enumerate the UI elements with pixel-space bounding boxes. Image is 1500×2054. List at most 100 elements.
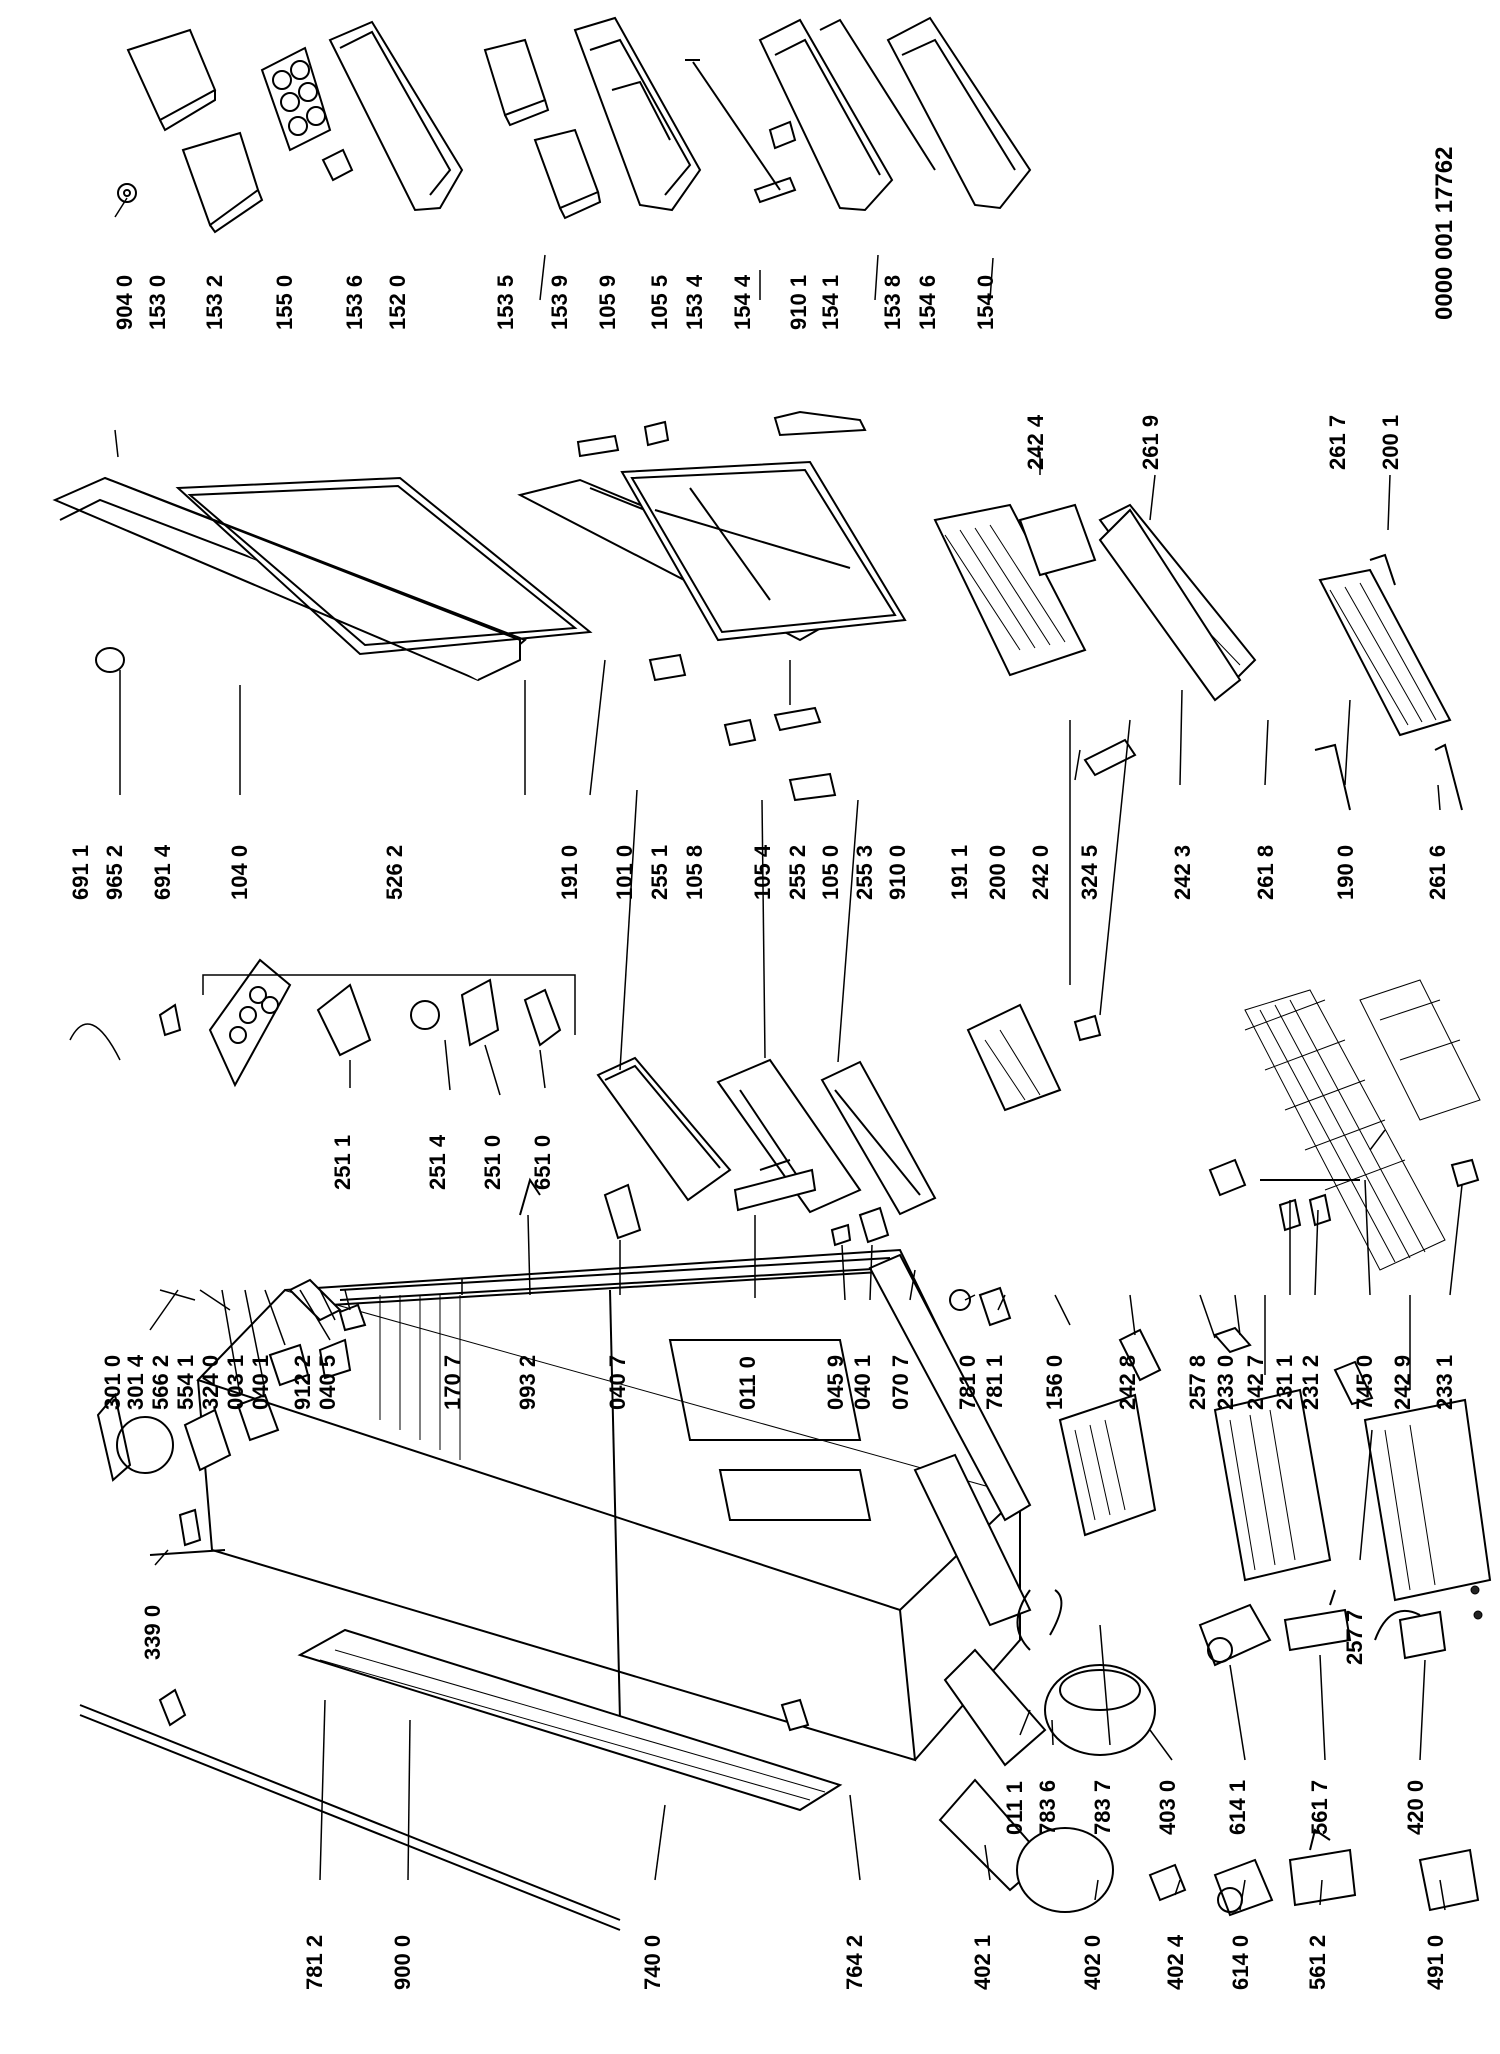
shelves-group (596, 1056, 937, 1216)
part-label: 764 2 (842, 1935, 867, 1990)
part-label: 781 2 (302, 1935, 327, 1990)
part-label: 190 0 (1333, 845, 1358, 900)
part-label: 251 1 (330, 1135, 355, 1190)
part-label: 783 6 (1035, 1780, 1060, 1835)
part-label: 614 1 (1225, 1780, 1250, 1835)
part-label: 155 0 (272, 275, 297, 330)
part-label: 153 8 (880, 275, 905, 330)
part-labels: 904 0 153 0 153 2 155 0 153 6 152 0 153 … (68, 274, 1457, 1990)
part-label: 402 0 (1080, 1935, 1105, 1990)
part-label: 200 1 (1378, 415, 1403, 470)
part-label: 105 0 (818, 845, 843, 900)
part-label: 781 0 (955, 1355, 980, 1410)
cabinet-group (196, 1248, 1032, 1762)
wire-racks-group (1208, 979, 1481, 1271)
part-label: 261 7 (1325, 415, 1350, 470)
part-label: 339 0 (140, 1605, 165, 1660)
part-label: 257 8 (1185, 1355, 1210, 1410)
part-label: 561 2 (1305, 1935, 1330, 1990)
part-label: 910 0 (885, 845, 910, 900)
part-label: 261 9 (1138, 415, 1163, 470)
part-label: 740 0 (640, 1935, 665, 1990)
door-group (52, 410, 907, 802)
part-drawings (52, 16, 1492, 1931)
drawing-number: 0000 001 17762 (1431, 146, 1458, 320)
part-label: 783 7 (1090, 1780, 1115, 1835)
part-label: 040 7 (605, 1355, 630, 1410)
part-label: 324 5 (1077, 845, 1102, 900)
part-label: 691 1 (68, 845, 93, 900)
part-label: 153 6 (342, 275, 367, 330)
part-label: 154 4 (730, 274, 755, 330)
part-label: 040 1 (850, 1355, 875, 1410)
part-label: 261 6 (1425, 845, 1450, 900)
part-label: 251 0 (480, 1135, 505, 1190)
part-label: 105 4 (750, 844, 775, 900)
part-label: 257 7 (1342, 1610, 1367, 1665)
part-label: 191 1 (947, 845, 972, 900)
part-label: 011 1 (1002, 1781, 1027, 1835)
part-label: 561 7 (1307, 1780, 1332, 1835)
part-label: 156 0 (1042, 1355, 1067, 1410)
part-label: 153 9 (547, 275, 572, 330)
part-label: 154 6 (915, 275, 940, 330)
part-label: 231 2 (1298, 1355, 1323, 1410)
part-label: 255 1 (647, 845, 672, 900)
part-label: 993 2 (515, 1355, 540, 1410)
part-label: 910 1 (786, 275, 811, 330)
part-label: 242 4 (1023, 414, 1048, 470)
door-bins-group (117, 16, 1032, 234)
part-label: 554 1 (173, 1355, 198, 1410)
part-label: 324 0 (198, 1355, 223, 1410)
part-label: 200 0 (985, 845, 1010, 900)
part-label: 242 8 (1115, 1355, 1140, 1410)
part-label: 526 2 (382, 845, 407, 900)
left-fixtures-group (96, 1159, 1032, 1556)
part-label: 105 9 (595, 275, 620, 330)
part-label: 242 3 (1170, 845, 1195, 900)
part-label: 070 7 (888, 1355, 913, 1410)
part-label: 003 1 (223, 1355, 248, 1410)
part-label: 242 9 (1390, 1355, 1415, 1410)
part-label: 105 8 (682, 845, 707, 900)
part-label: 614 0 (1228, 1935, 1253, 1990)
part-label: 233 0 (1213, 1355, 1238, 1410)
part-label: 170 7 (440, 1355, 465, 1410)
part-label: 651 0 (530, 1135, 555, 1190)
part-label: 261 8 (1253, 845, 1278, 900)
part-label: 045 9 (823, 1355, 848, 1410)
part-label: 403 0 (1155, 1780, 1180, 1835)
part-label: 255 3 (852, 845, 877, 900)
part-label: 242 7 (1243, 1355, 1268, 1410)
part-label: 900 0 (390, 1935, 415, 1990)
part-label: 154 1 (818, 275, 843, 330)
part-label: 233 1 (1432, 1355, 1457, 1410)
part-label: 231 1 (1272, 1355, 1297, 1410)
part-label: 301 4 (123, 1354, 148, 1410)
part-label: 242 0 (1028, 845, 1053, 900)
leader-lines (114, 197, 1463, 1911)
part-label: 153 5 (493, 275, 518, 330)
part-label: 781 1 (982, 1355, 1007, 1410)
part-label: 420 0 (1403, 1780, 1428, 1835)
compressor-group (79, 1585, 1483, 1931)
drawing-reference: 0000 001 17762 (1431, 146, 1458, 320)
part-label: 154 0 (973, 275, 998, 330)
part-label: 301 0 (100, 1355, 125, 1410)
part-label: 251 4 (425, 1134, 450, 1190)
part-label: 153 2 (202, 275, 227, 330)
part-label: 191 0 (557, 845, 582, 900)
part-label: 040 5 (315, 1355, 340, 1410)
part-label: 101 0 (612, 845, 637, 900)
accessory-group (69, 958, 576, 1088)
part-label: 152 0 (385, 275, 410, 330)
part-label: 402 1 (970, 1935, 995, 1990)
part-label: 402 4 (1163, 1934, 1188, 1990)
part-label: 566 2 (148, 1355, 173, 1410)
crisper-group (933, 503, 1463, 1112)
part-label: 040 1 (248, 1355, 273, 1410)
part-label: 691 4 (150, 844, 175, 900)
part-label: 912 2 (290, 1355, 315, 1410)
